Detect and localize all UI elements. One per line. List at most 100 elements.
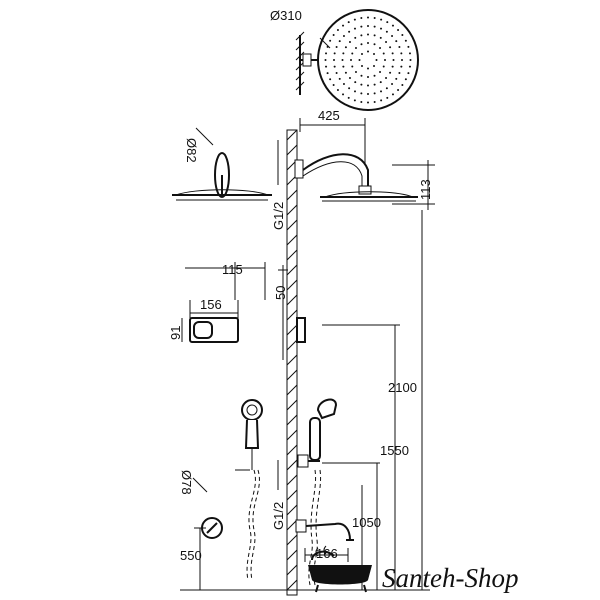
nozzle-dot bbox=[332, 34, 335, 37]
nozzle-dot bbox=[336, 28, 339, 31]
nozzle-dot bbox=[379, 81, 382, 84]
nozzle-dot bbox=[391, 83, 394, 86]
nozzle-dot bbox=[407, 72, 410, 75]
nozzle-dot bbox=[342, 83, 345, 86]
nozzle-dot bbox=[391, 24, 394, 27]
nozzle-dot bbox=[384, 59, 386, 61]
nozzle-dot bbox=[367, 67, 369, 70]
nozzle-dot bbox=[373, 65, 376, 68]
nozzle-dot bbox=[360, 34, 363, 37]
outlet-height-label: 2100 bbox=[388, 380, 417, 395]
spout-height-label: 1050 bbox=[352, 515, 381, 530]
nozzle-dot bbox=[342, 65, 345, 68]
nozzle-dot bbox=[360, 17, 363, 20]
holder-height-label: 550 bbox=[180, 548, 202, 563]
nozzle-dot bbox=[373, 74, 376, 77]
nozzle-dot bbox=[373, 92, 376, 95]
nozzle-dot bbox=[401, 59, 403, 61]
nozzle-dot bbox=[367, 76, 369, 78]
nozzle-dot bbox=[408, 65, 411, 68]
nozzle-dot bbox=[385, 87, 388, 90]
arm-length-dimension: 425 bbox=[299, 108, 366, 165]
nozzle-dot bbox=[367, 50, 369, 53]
nozzle-dot bbox=[335, 72, 338, 75]
nozzle-dot bbox=[333, 52, 336, 55]
nozzle-dot bbox=[342, 52, 345, 55]
nozzle-dot bbox=[348, 30, 351, 33]
nozzle-dot bbox=[385, 30, 388, 33]
nozzle-dot bbox=[353, 90, 356, 93]
nozzle-dot bbox=[380, 18, 383, 21]
nozzle-dot bbox=[400, 52, 403, 55]
rain-shower-head-front-view bbox=[300, 9, 419, 111]
nozzle-dot bbox=[386, 96, 389, 99]
nozzle-dot bbox=[379, 36, 382, 39]
nozzle-dot bbox=[404, 39, 407, 42]
nozzle-dot bbox=[338, 40, 341, 43]
hand-shower-diameter-label: Ø78 bbox=[179, 470, 194, 495]
nozzle-dot bbox=[408, 52, 411, 55]
nozzle-dot bbox=[367, 84, 369, 87]
arm-drop-dimension: 113 bbox=[392, 160, 435, 210]
nozzle-dot bbox=[333, 59, 335, 61]
nozzle-dot bbox=[398, 72, 401, 75]
nozzle-dot bbox=[326, 72, 329, 75]
nozzle-dot bbox=[367, 101, 369, 104]
nozzle-dot bbox=[373, 52, 376, 55]
nozzle-dot bbox=[348, 87, 351, 90]
nozzle-dot bbox=[380, 90, 383, 93]
nozzle-dot bbox=[353, 18, 356, 21]
nozzle-dot bbox=[336, 89, 339, 92]
nozzle-dot bbox=[382, 65, 385, 68]
nozzle-dot bbox=[401, 83, 404, 86]
valve-spacing-dimension: 50 bbox=[273, 265, 288, 360]
nozzle-dot bbox=[360, 52, 363, 55]
nozzle-dot bbox=[389, 46, 392, 49]
rain-head-diameter-label: Ø310 bbox=[270, 8, 302, 23]
nozzle-dot bbox=[325, 65, 328, 68]
nozzle-dot bbox=[373, 43, 376, 46]
nozzle-dot bbox=[401, 34, 404, 37]
nozzle-dot bbox=[342, 93, 345, 96]
nozzle-dot bbox=[347, 21, 350, 24]
nozzle-dot bbox=[367, 33, 369, 36]
nozzle-dot bbox=[407, 45, 410, 48]
hand-shower-diameter-dimension: Ø78 bbox=[179, 470, 208, 495]
nozzle-dot bbox=[375, 59, 378, 61]
valve-dimensions: 115 156 91 bbox=[168, 262, 266, 342]
nozzle-dot bbox=[395, 77, 398, 80]
nozzle-dot bbox=[360, 25, 363, 28]
wall-main bbox=[286, 129, 298, 596]
nozzle-dot bbox=[386, 21, 389, 24]
nozzle-dot bbox=[400, 65, 403, 68]
nozzle-dot bbox=[395, 40, 398, 43]
nozzle-dot bbox=[347, 96, 350, 99]
nozzle-dot bbox=[360, 92, 363, 95]
nozzle-dot bbox=[354, 36, 357, 39]
nozzle-dot bbox=[342, 24, 345, 27]
nozzle-dot bbox=[354, 71, 357, 74]
nozzle-dot bbox=[373, 34, 376, 37]
nozzle-dot bbox=[373, 17, 376, 20]
bathtub-logo-icon bbox=[308, 545, 372, 593]
nozzle-dot bbox=[348, 77, 351, 80]
rain-head-diameter-dimension: Ø310 bbox=[270, 8, 331, 49]
nozzle-dot bbox=[333, 65, 336, 68]
nozzle-dot bbox=[380, 99, 383, 102]
thread-upper-label: G1/2 bbox=[271, 202, 286, 230]
nozzle-dot bbox=[367, 42, 369, 44]
head-diameter-label: Ø82 bbox=[184, 138, 199, 163]
nozzle-dot bbox=[391, 52, 394, 55]
nozzle-dot bbox=[358, 59, 361, 61]
nozzle-dot bbox=[344, 71, 347, 74]
nozzle-dot bbox=[382, 52, 385, 55]
brand-watermark: Santeh-Shop bbox=[382, 563, 518, 593]
nozzle-dot bbox=[391, 34, 394, 37]
nozzle-dot bbox=[354, 46, 357, 49]
nozzle-dot bbox=[351, 52, 354, 55]
nozzle-dot bbox=[392, 59, 395, 61]
nozzle-dot bbox=[360, 83, 363, 86]
nozzle-dot bbox=[354, 81, 357, 84]
shower-head-side-view bbox=[172, 152, 272, 201]
